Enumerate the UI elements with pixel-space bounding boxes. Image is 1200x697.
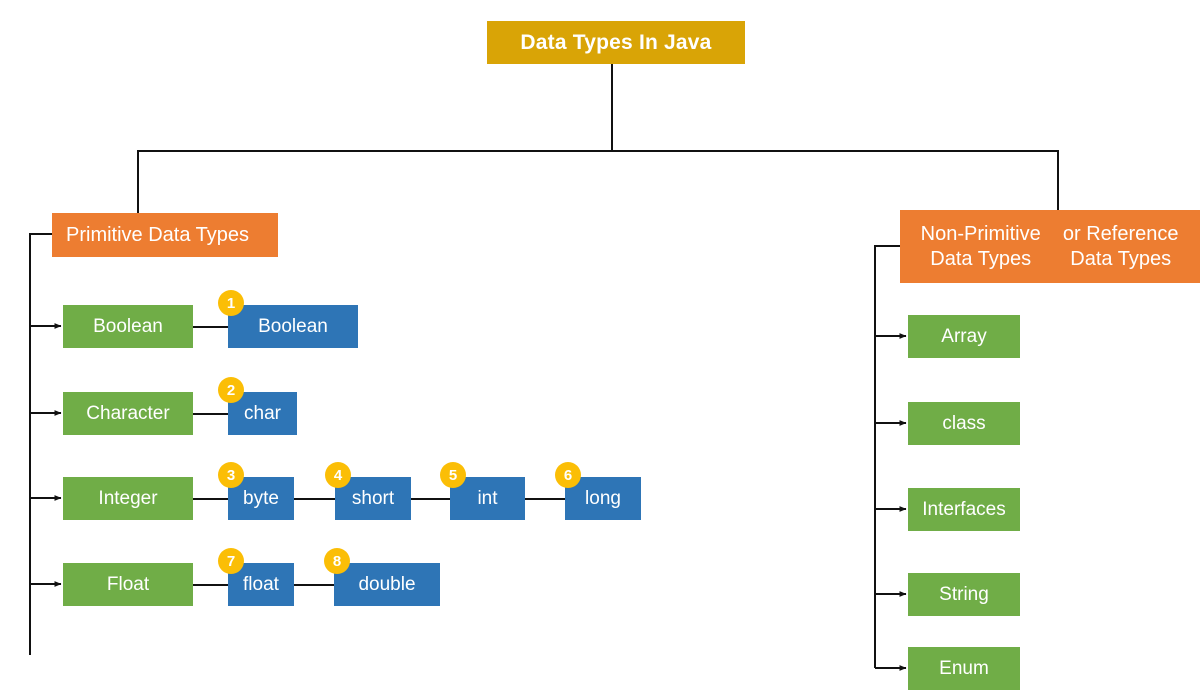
- badge-7: 7: [218, 548, 244, 574]
- connector-non-primitive-spine: [874, 245, 876, 668]
- item-interfaces[interactable]: Interfaces: [908, 488, 1020, 531]
- type-boolean[interactable]: Boolean: [228, 305, 358, 348]
- badge-2: 2: [218, 377, 244, 403]
- connector-primitive-elbow: [29, 233, 62, 235]
- badge-4: 4: [325, 462, 351, 488]
- connector-root-stem: [611, 64, 613, 150]
- connector-non-primitive-elbow: [874, 245, 902, 247]
- group-boolean[interactable]: Boolean: [63, 305, 193, 348]
- connector-character-to-type: [193, 413, 230, 415]
- connector-main-bus: [137, 150, 1059, 152]
- group-float[interactable]: Float: [63, 563, 193, 606]
- type-short[interactable]: short: [335, 477, 411, 520]
- connector-byte-short: [294, 498, 336, 500]
- badge-5: 5: [440, 462, 466, 488]
- item-class[interactable]: class: [908, 402, 1020, 445]
- badge-3: 3: [218, 462, 244, 488]
- category-primitive[interactable]: Primitive Data Types: [52, 213, 278, 257]
- connector-integer-to-type: [193, 498, 230, 500]
- connector-drop-primitive: [137, 150, 139, 234]
- type-double[interactable]: double: [334, 563, 440, 606]
- connector-boolean-to-type: [193, 326, 230, 328]
- connector-primitive-spine: [29, 233, 31, 655]
- item-array[interactable]: Array: [908, 315, 1020, 358]
- item-string[interactable]: String: [908, 573, 1020, 616]
- connector-short-int: [411, 498, 451, 500]
- connector-int-long: [525, 498, 566, 500]
- connector-drop-non-primitive: [1057, 150, 1059, 210]
- category-non-primitive[interactable]: Non-Primitive Data Types or Reference Da…: [900, 210, 1200, 283]
- group-character[interactable]: Character: [63, 392, 193, 435]
- category-non-primitive-line2: or Reference Data Types: [1062, 222, 1179, 270]
- category-non-primitive-line1: Non-Primitive Data Types: [920, 222, 1041, 270]
- type-long[interactable]: long: [565, 477, 641, 520]
- item-enum[interactable]: Enum: [908, 647, 1020, 690]
- badge-6: 6: [555, 462, 581, 488]
- diagram-title: Data Types In Java: [487, 21, 745, 64]
- group-integer[interactable]: Integer: [63, 477, 193, 520]
- type-int[interactable]: int: [450, 477, 525, 520]
- badge-1: 1: [218, 290, 244, 316]
- connector-float-to-type: [193, 584, 230, 586]
- badge-8: 8: [324, 548, 350, 574]
- connector-float-double: [294, 584, 335, 586]
